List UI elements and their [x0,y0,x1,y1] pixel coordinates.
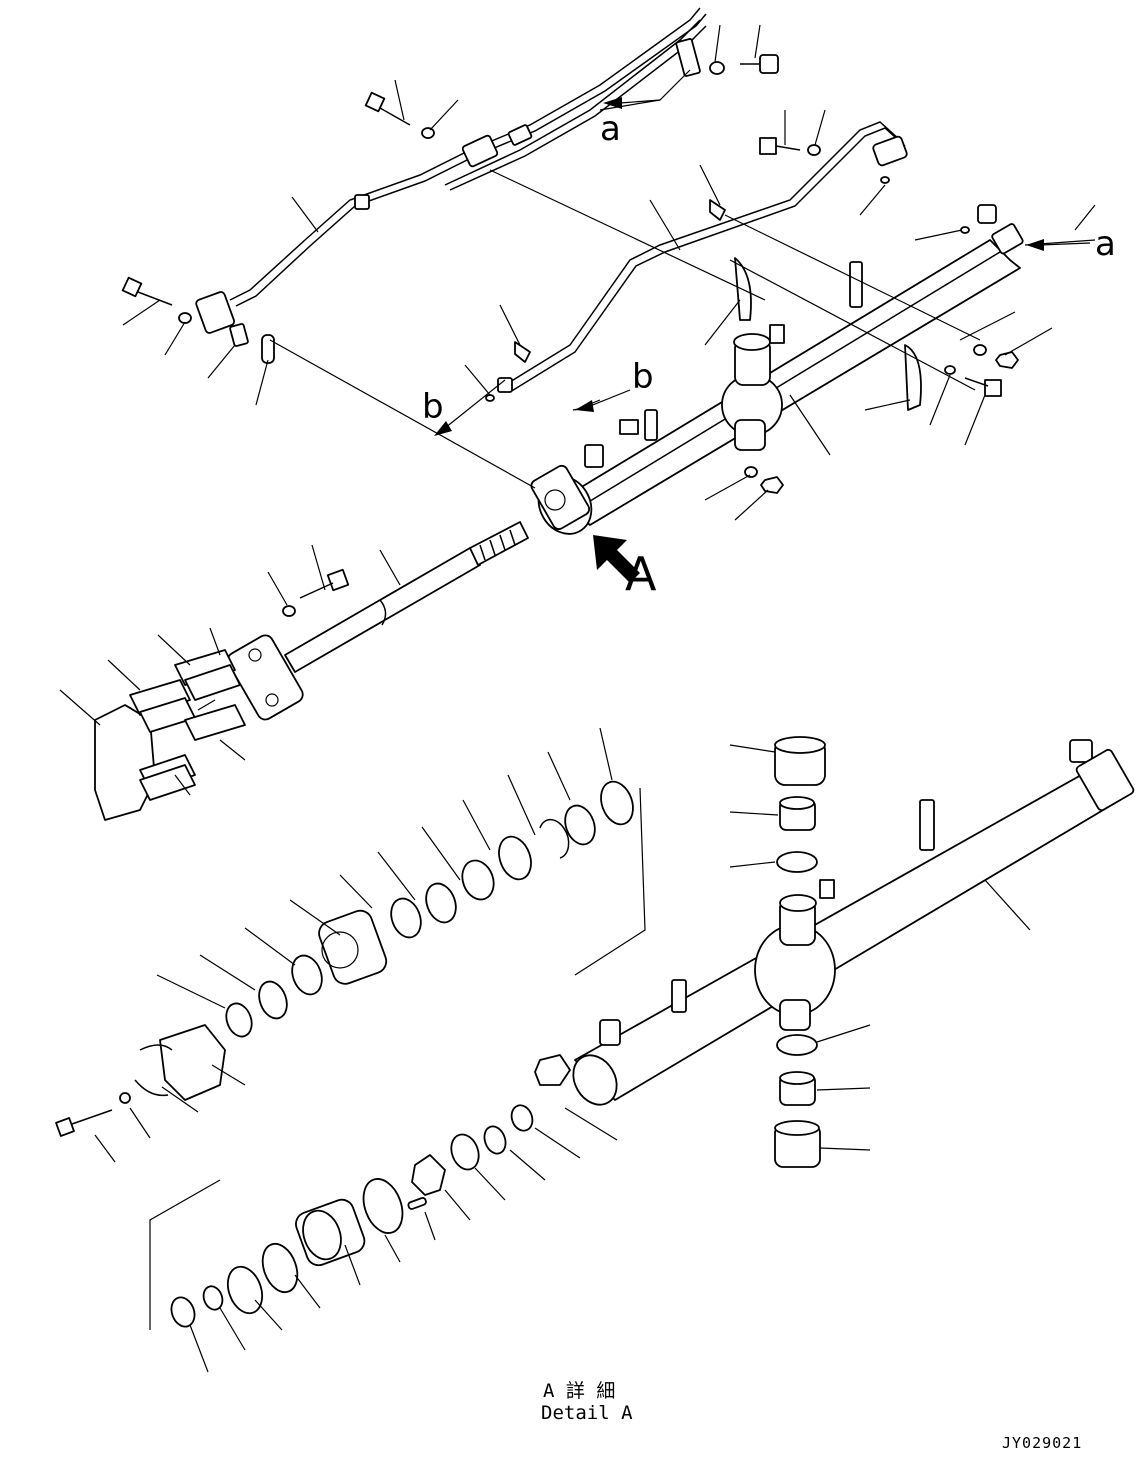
shim-plates [94,649,246,821]
view-arrow-b-left: b [422,379,506,436]
leader-lines [59,24,1096,1373]
view-arrow-a-top: a [600,69,691,149]
upper-fittings [121,38,1019,494]
drawing-code: JY029021 [1002,1434,1083,1452]
view-label-a-top: a [600,109,621,149]
view-label-b-center: b [632,357,654,397]
view-arrow-a-right: a [1026,224,1116,264]
view-arrow-b-center: b [572,357,654,412]
detail-caption-en: Detail A [541,1402,633,1424]
detail-a-cylinder [572,736,1135,1168]
upper-hydraulic-lines [229,7,906,393]
view-label-b-left: b [422,387,444,427]
upper-cylinder-rod [226,521,529,721]
reference-line [269,339,536,489]
view-label-a-right: a [1095,224,1116,264]
detail-a-piston-row [149,1054,571,1330]
detail-a-rings-row [55,780,646,1137]
detail-label-A: A [625,547,657,601]
upper-cylinder-body [530,223,1024,535]
detail-arrow-A: A [593,535,657,601]
detail-caption-ja: A 詳 細 [543,1380,616,1402]
reference-line [489,169,981,391]
